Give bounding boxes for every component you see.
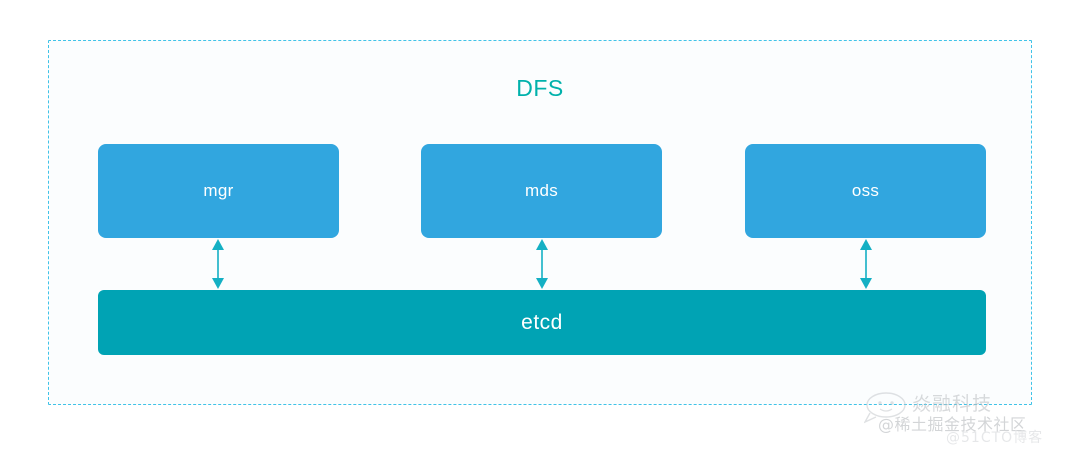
watermark-handle: @稀土掘金技术社区: [878, 415, 1027, 434]
service-row: mgr mds oss: [98, 144, 986, 238]
double-arrow-icon-mds-etcd: [534, 238, 550, 290]
service-box-mgr-label: mgr: [203, 181, 234, 200]
service-box-mds[interactable]: mds: [421, 144, 662, 238]
double-arrow-icon-mgr-etcd: [210, 238, 226, 290]
service-box-mgr[interactable]: mgr: [98, 144, 339, 238]
dfs-boundary-box: DFS mgr mds oss: [48, 40, 1032, 405]
etcd-bar[interactable]: etcd: [98, 290, 986, 355]
connector-layer: [98, 238, 986, 290]
etcd-bar-label: etcd: [521, 310, 563, 334]
watermark-sub: @51CTO博客: [946, 430, 1044, 446]
service-box-oss[interactable]: oss: [745, 144, 986, 238]
double-arrow-icon-oss-etcd: [858, 238, 874, 290]
service-box-mds-label: mds: [524, 181, 559, 200]
dfs-title: DFS: [516, 75, 564, 101]
service-box-oss-label: oss: [851, 181, 880, 200]
